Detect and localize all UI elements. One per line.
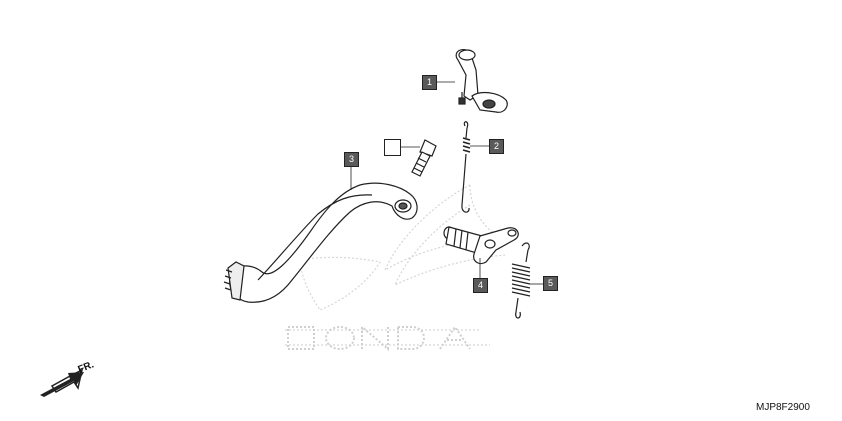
callout-3: 3 [344,152,359,167]
bolt [411,139,437,177]
callout-5: 5 [543,276,558,291]
part-4-pivot-shaft [443,226,519,265]
callout-1: 1 [422,75,437,90]
callout-bolt-empty [384,139,401,156]
part-5-spring [511,242,531,319]
front-direction-arrow-icon [40,368,84,397]
callout-4: 4 [473,278,488,293]
part-1-pedal-pivot [455,48,508,113]
callout-2: 2 [489,139,504,154]
honda-watermark-letters [287,324,471,352]
part-3-brake-pedal [223,182,418,303]
part-2-spring [461,121,471,213]
diagram-code: MJP8F2900 [756,402,810,413]
honda-wing-watermark [285,184,506,346]
